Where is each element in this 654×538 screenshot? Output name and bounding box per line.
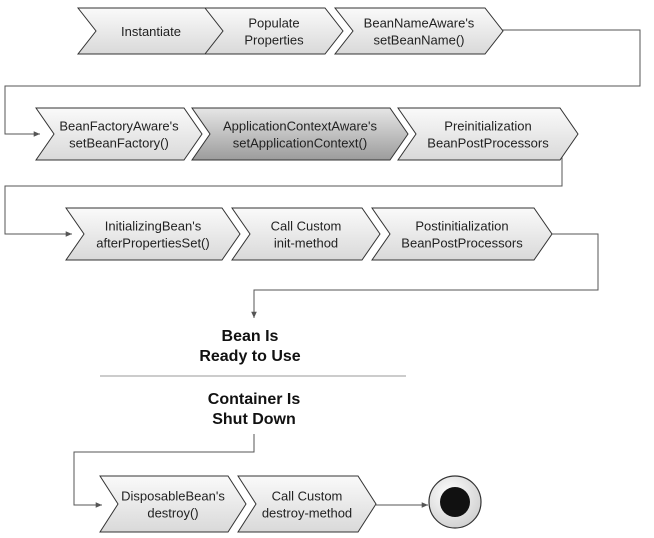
step-application-context-aware: ApplicationContextAware's setApplicationC…	[191, 107, 409, 161]
step-label-line: Call Custom	[271, 219, 342, 234]
chevron-shape	[333, 7, 504, 55]
step-label: BeanNameAware's setBeanName()	[364, 16, 475, 48]
step-label: DisposableBean's destroy()	[121, 489, 225, 521]
step-custom-init: Call Custom init-method	[231, 207, 381, 261]
step-label: Call Custom destroy-method	[262, 489, 352, 521]
step-instantiate: Instantiate	[76, 7, 225, 55]
step-label-line: Call Custom	[272, 489, 343, 504]
chevron-shape	[397, 107, 579, 161]
connector-row1-to-row2	[4, 29, 641, 137]
step-label: Instantiate	[121, 24, 181, 39]
step-label-line: init-method	[274, 236, 338, 251]
step-label-line: setBeanName()	[373, 33, 464, 48]
chevron-shape	[203, 7, 344, 55]
step-label: Call Custom init-method	[271, 219, 342, 251]
step-label-line: Postinitialization	[415, 219, 508, 234]
step-custom-destroy: Call Custom destroy-method	[237, 475, 377, 533]
step-label-line: ApplicationContextAware's	[223, 119, 377, 134]
step-label-line: Instantiate	[121, 24, 181, 39]
step-label-line: BeanNameAware's	[364, 16, 475, 31]
chevron-shape	[99, 475, 247, 533]
step-label-line: BeanFactoryAware's	[59, 119, 179, 134]
step-disposable-bean: DisposableBean's destroy()	[99, 475, 247, 533]
step-label-line: Preinitialization	[444, 119, 531, 134]
step-label-line: BeanPostProcessors	[427, 136, 549, 151]
step-label: InitializingBean's afterPropertiesSet()	[96, 219, 209, 251]
state-label-line: Bean Is	[222, 328, 279, 345]
step-initializing-bean: InitializingBean's afterPropertiesSet()	[65, 207, 241, 261]
step-label-line: setBeanFactory()	[69, 136, 169, 151]
step-bean-name-aware: BeanNameAware's setBeanName()	[333, 7, 504, 55]
state-label-line: Shut Down	[212, 411, 296, 428]
chevron-shape	[371, 207, 553, 261]
state-shut-down: Container Is Shut Down	[208, 391, 301, 428]
chevron-shape	[231, 207, 381, 261]
step-label-line: setApplicationContext()	[233, 136, 367, 151]
chevron-shape	[35, 107, 203, 161]
step-label-line: destroy()	[147, 506, 198, 521]
connectors	[4, 29, 641, 508]
step-bean-factory-aware: BeanFactoryAware's setBeanFactory()	[35, 107, 203, 161]
step-label: ApplicationContextAware's setApplicationC…	[223, 119, 377, 151]
final-state-icon	[428, 475, 482, 529]
chevron-shape	[191, 107, 409, 161]
connector-row2-to-row3	[4, 138, 563, 237]
connector-to-ready	[251, 233, 599, 318]
step-label-line: afterPropertiesSet()	[96, 236, 209, 251]
state-label-line: Container Is	[208, 391, 301, 408]
step-label: BeanFactoryAware's setBeanFactory()	[59, 119, 179, 151]
state-label-line: Ready to Use	[199, 348, 300, 365]
state-ready-to-use: Bean Is Ready to Use	[199, 328, 300, 365]
step-label-line: Populate	[248, 16, 299, 31]
step-label-line: InitializingBean's	[105, 219, 202, 234]
step-label-line: destroy-method	[262, 506, 352, 521]
chevron-shape	[65, 207, 241, 261]
step-label-line: BeanPostProcessors	[401, 236, 523, 251]
step-label-line: Properties	[244, 33, 304, 48]
step-label-line: DisposableBean's	[121, 489, 225, 504]
chevron-shape	[237, 475, 377, 533]
connector-to-destroy	[73, 434, 255, 508]
